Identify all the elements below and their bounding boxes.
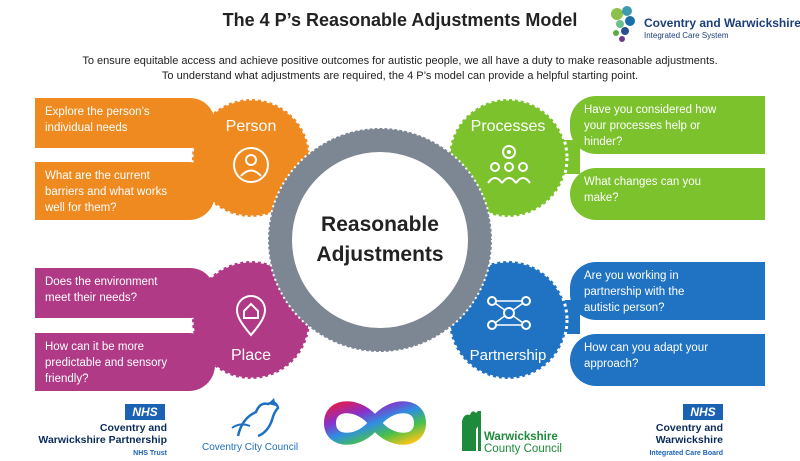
center-line-1: Reasonable (321, 213, 439, 236)
nhs-badge: NHS (125, 404, 165, 420)
person-label: Person (225, 118, 277, 135)
intro-line-1: To ensure equitable access and achieve p… (82, 55, 718, 67)
icb-logo: NHS Coventry and Warwickshire Integrated… (649, 404, 723, 457)
bear-staff-emblem-icon (462, 411, 481, 451)
person-question-1: Explore the person’s individual needs (35, 98, 215, 148)
page-title: The 4 P’s Reasonable Adjustments Model (222, 10, 578, 30)
ics-logo-name: Coventry and Warwickshire (644, 16, 800, 30)
infinity-rainbow-icon (323, 401, 427, 445)
nhs-badge-icb: NHS (683, 404, 723, 420)
coventry-city-council-logo: Coventry City Council (198, 398, 308, 458)
intro-line-2: To understand what adjustments are requi… (161, 70, 639, 82)
place-label: Place (230, 347, 272, 364)
ics-logo-sub: Integrated Care System (644, 31, 729, 40)
house-location-icon (235, 295, 267, 337)
processes-icon (487, 145, 531, 184)
partnership-question-1: Are you working in partnership with the … (570, 262, 765, 320)
processes-question-2: What changes can you make? (570, 168, 765, 220)
place-question-2: How can it be more predictable and senso… (35, 333, 215, 391)
elephant-horse-emblem-icon (231, 398, 280, 438)
warwickshire-county-council-logo: Warwickshire County Council (458, 405, 588, 457)
person-icon (233, 147, 269, 183)
processes-label: Processes (470, 118, 546, 135)
intro-text: To ensure equitable access and achieve p… (60, 54, 740, 84)
ics-logo-icon (611, 6, 635, 42)
person-question-2: What are the current barriers and what w… (35, 162, 215, 220)
center-line-2: Adjustments (316, 243, 444, 266)
cwpt-logo: NHS Coventry and Warwickshire Partnershi… (38, 404, 167, 457)
place-question-1: Does the environment meet their needs? (35, 268, 215, 318)
partnership-label: Partnership (469, 347, 547, 364)
partnership-question-2: How can you adapt your approach? (570, 334, 765, 386)
center-title: Reasonable Adjustments (300, 210, 460, 270)
ics-logo: Coventry and Warwickshire Integrated Car… (608, 4, 800, 44)
processes-question-1: Have you considered how your processes h… (570, 96, 765, 154)
network-people-icon (487, 296, 531, 330)
